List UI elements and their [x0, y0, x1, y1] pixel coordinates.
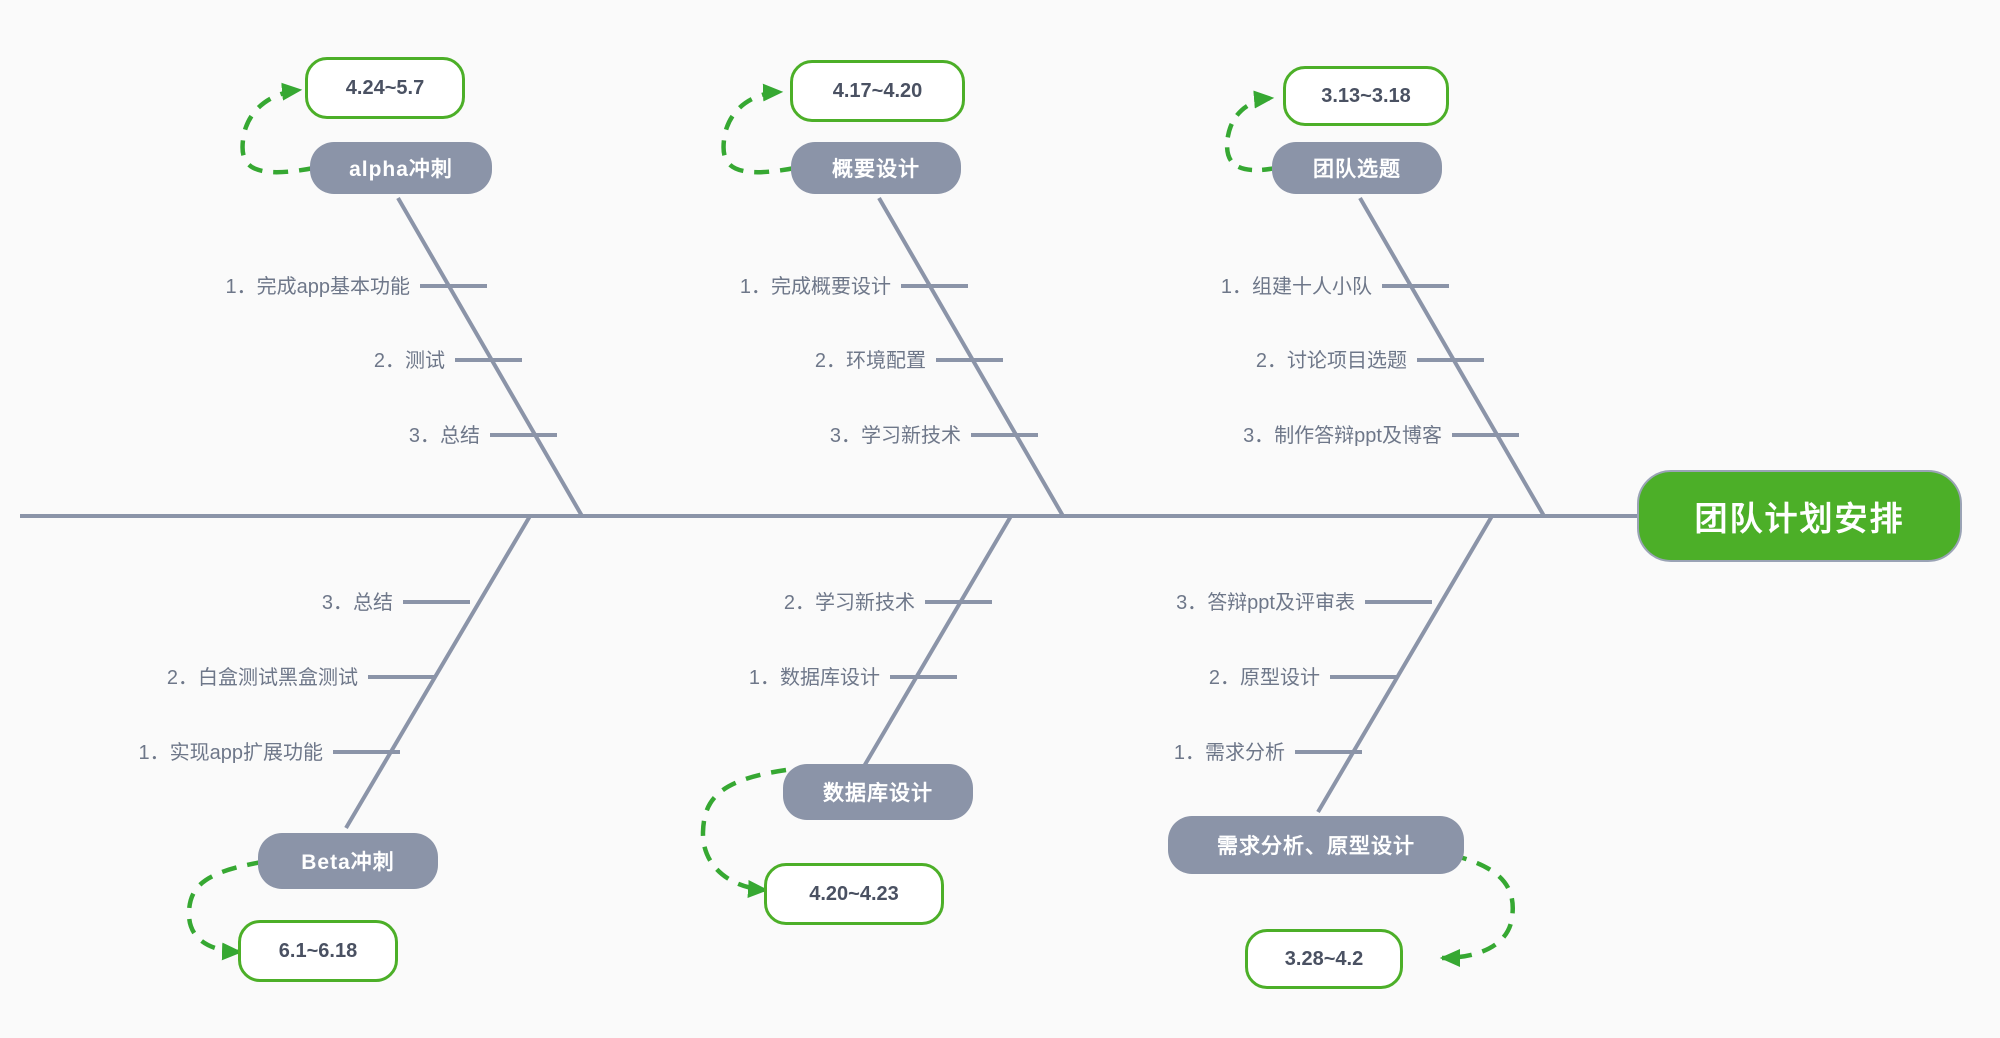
category-node-alpha-sprint[interactable]: alpha冲刺 — [310, 142, 492, 194]
date-pill-outline-design[interactable]: 4.17~4.20 — [790, 60, 965, 122]
sub-item-alpha-2: 2．测试 — [0, 351, 445, 371]
sub-item-beta-2-text: 白盒测试黑盒测试 — [198, 667, 358, 689]
sub-item-beta-1: 1．实现app扩展功能 — [0, 742, 324, 764]
fishbone-head[interactable]: 团队计划安排 — [1637, 470, 1962, 562]
bone-alpha-sprint — [396, 196, 584, 518]
category-node-outline-design-label: 概要设计 — [832, 158, 920, 181]
category-node-requirements-prototype-label: 需求分析、原型设计 — [1217, 835, 1415, 858]
arrow-beta-sprint — [186, 859, 263, 961]
bone-team-topic — [1358, 196, 1546, 518]
date-pill-outline-design-label: 4.17~4.20 — [832, 79, 923, 102]
arrow-database-design — [700, 767, 787, 898]
sub-item-outline-2: 2．环境配置 — [400, 351, 926, 371]
date-pill-alpha-sprint[interactable]: 4.24~5.7 — [305, 57, 465, 119]
sub-item-req-2-num: 2． — [1208, 667, 1240, 689]
category-node-requirements-prototype[interactable]: 需求分析、原型设计 — [1168, 816, 1464, 874]
date-pill-requirements-prototype[interactable]: 3.28~4.2 — [1245, 929, 1403, 989]
sub-item-beta-3-num: 3． — [321, 592, 353, 614]
category-node-outline-design[interactable]: 概要设计 — [791, 142, 961, 194]
sub-item-db-1-num: 1． — [748, 667, 780, 689]
sub-item-db-2: 2．学习新技术 — [500, 593, 915, 613]
date-pill-database-design-label: 4.20~4.23 — [809, 882, 899, 905]
category-node-team-topic-label: 团队选题 — [1313, 158, 1401, 181]
sub-item-req-1-num: 1． — [1173, 742, 1205, 764]
sub-item-outline-1-num: 1． — [739, 276, 771, 298]
sub-item-req-3: 3．答辩ppt及评审表 — [950, 593, 1355, 613]
sub-item-outline-2-text: 环境配置 — [846, 350, 926, 372]
sub-item-outline-3-text: 学习新技术 — [861, 425, 961, 447]
category-node-database-design[interactable]: 数据库设计 — [783, 764, 973, 820]
sub-item-outline-1-text: 完成概要设计 — [771, 276, 891, 298]
sub-item-topic-2-text: 讨论项目选题 — [1287, 350, 1407, 372]
bone-outline-design — [877, 196, 1065, 518]
sub-item-topic-1-num: 1． — [1220, 276, 1252, 298]
sub-item-req-1-text: 需求分析 — [1205, 742, 1285, 764]
date-pill-requirements-prototype-label: 3.28~4.2 — [1284, 947, 1364, 970]
sub-item-topic-2-num: 2． — [1255, 350, 1287, 372]
sub-item-alpha-3: 3．总结 — [0, 426, 480, 446]
sub-item-req-1: 1．需求分析 — [950, 743, 1285, 763]
bone-requirements-prototype — [1316, 514, 1494, 814]
arrow-alpha-sprint — [240, 82, 315, 175]
sub-item-beta-2: 2．白盒测试黑盒测试 — [0, 668, 358, 688]
date-pill-beta-sprint[interactable]: 6.1~6.18 — [238, 920, 398, 982]
sub-item-req-2-text: 原型设计 — [1240, 667, 1320, 689]
sub-item-alpha-1-text: 完成app基本功能 — [256, 276, 410, 298]
fishbone-head-label: 团队计划安排 — [1694, 500, 1905, 537]
sub-item-topic-1-text: 组建十人小队 — [1252, 276, 1372, 298]
arrow-requirements-prototype — [1439, 852, 1515, 967]
category-node-beta-sprint-label: Beta冲刺 — [301, 851, 395, 874]
sub-item-beta-3: 3．总结 — [0, 593, 393, 613]
category-node-beta-sprint[interactable]: Beta冲刺 — [258, 833, 438, 889]
date-pill-beta-sprint-label: 6.1~6.18 — [278, 939, 358, 962]
sub-item-beta-1-text: 实现app扩展功能 — [169, 742, 323, 764]
arrow-outline-design — [721, 83, 796, 175]
sub-item-alpha-3-num: 3． — [408, 425, 440, 447]
bone-database-design — [861, 514, 1013, 770]
sub-item-topic-3-text: 制作答辩ppt及博客 — [1274, 425, 1442, 447]
sub-item-alpha-3-text: 总结 — [440, 425, 480, 447]
sub-item-topic-3-num: 3． — [1243, 425, 1275, 447]
sub-item-db-1: 1．数据库设计 — [500, 668, 880, 688]
date-pill-team-topic-label: 3.13~3.18 — [1321, 84, 1411, 107]
sub-item-alpha-1: 1．完成app基本功能 — [0, 276, 411, 298]
sub-item-alpha-2-num: 2． — [373, 350, 405, 372]
sub-item-topic-3: 3．制作答辩ppt及博客 — [880, 426, 1442, 446]
arrow-team-topic — [1224, 90, 1277, 173]
sub-item-outline-1: 1．完成概要设计 — [400, 277, 891, 297]
date-pill-alpha-sprint-label: 4.24~5.7 — [345, 76, 425, 99]
sub-item-outline-2-num: 2． — [814, 350, 846, 372]
sub-item-db-2-num: 2． — [783, 592, 815, 614]
sub-item-db-1-text: 数据库设计 — [780, 667, 880, 689]
date-pill-team-topic[interactable]: 3.13~3.18 — [1283, 66, 1449, 126]
category-node-team-topic[interactable]: 团队选题 — [1272, 142, 1442, 194]
sub-item-req-3-text: 答辩ppt及评审表 — [1207, 592, 1355, 614]
category-node-database-design-label: 数据库设计 — [823, 782, 933, 805]
sub-item-db-2-text: 学习新技术 — [815, 592, 915, 614]
sub-item-alpha-1-num: 1． — [225, 276, 257, 298]
bone-beta-sprint — [344, 514, 532, 830]
category-node-alpha-sprint-label: alpha冲刺 — [349, 158, 453, 181]
sub-item-topic-2: 2．讨论项目选题 — [880, 351, 1407, 371]
sub-item-beta-3-text: 总结 — [353, 592, 393, 614]
sub-item-beta-1-num: 1． — [138, 742, 170, 764]
sub-item-req-3-num: 3． — [1176, 592, 1208, 614]
sub-item-alpha-2-text: 测试 — [405, 350, 445, 372]
sub-item-req-2: 2．原型设计 — [950, 668, 1320, 688]
sub-item-topic-1: 1．组建十人小队 — [880, 277, 1372, 297]
sub-item-outline-3-num: 3． — [829, 425, 861, 447]
date-pill-database-design[interactable]: 4.20~4.23 — [764, 863, 944, 925]
sub-item-beta-2-num: 2． — [166, 667, 198, 689]
sub-item-outline-3: 3．学习新技术 — [400, 426, 961, 446]
